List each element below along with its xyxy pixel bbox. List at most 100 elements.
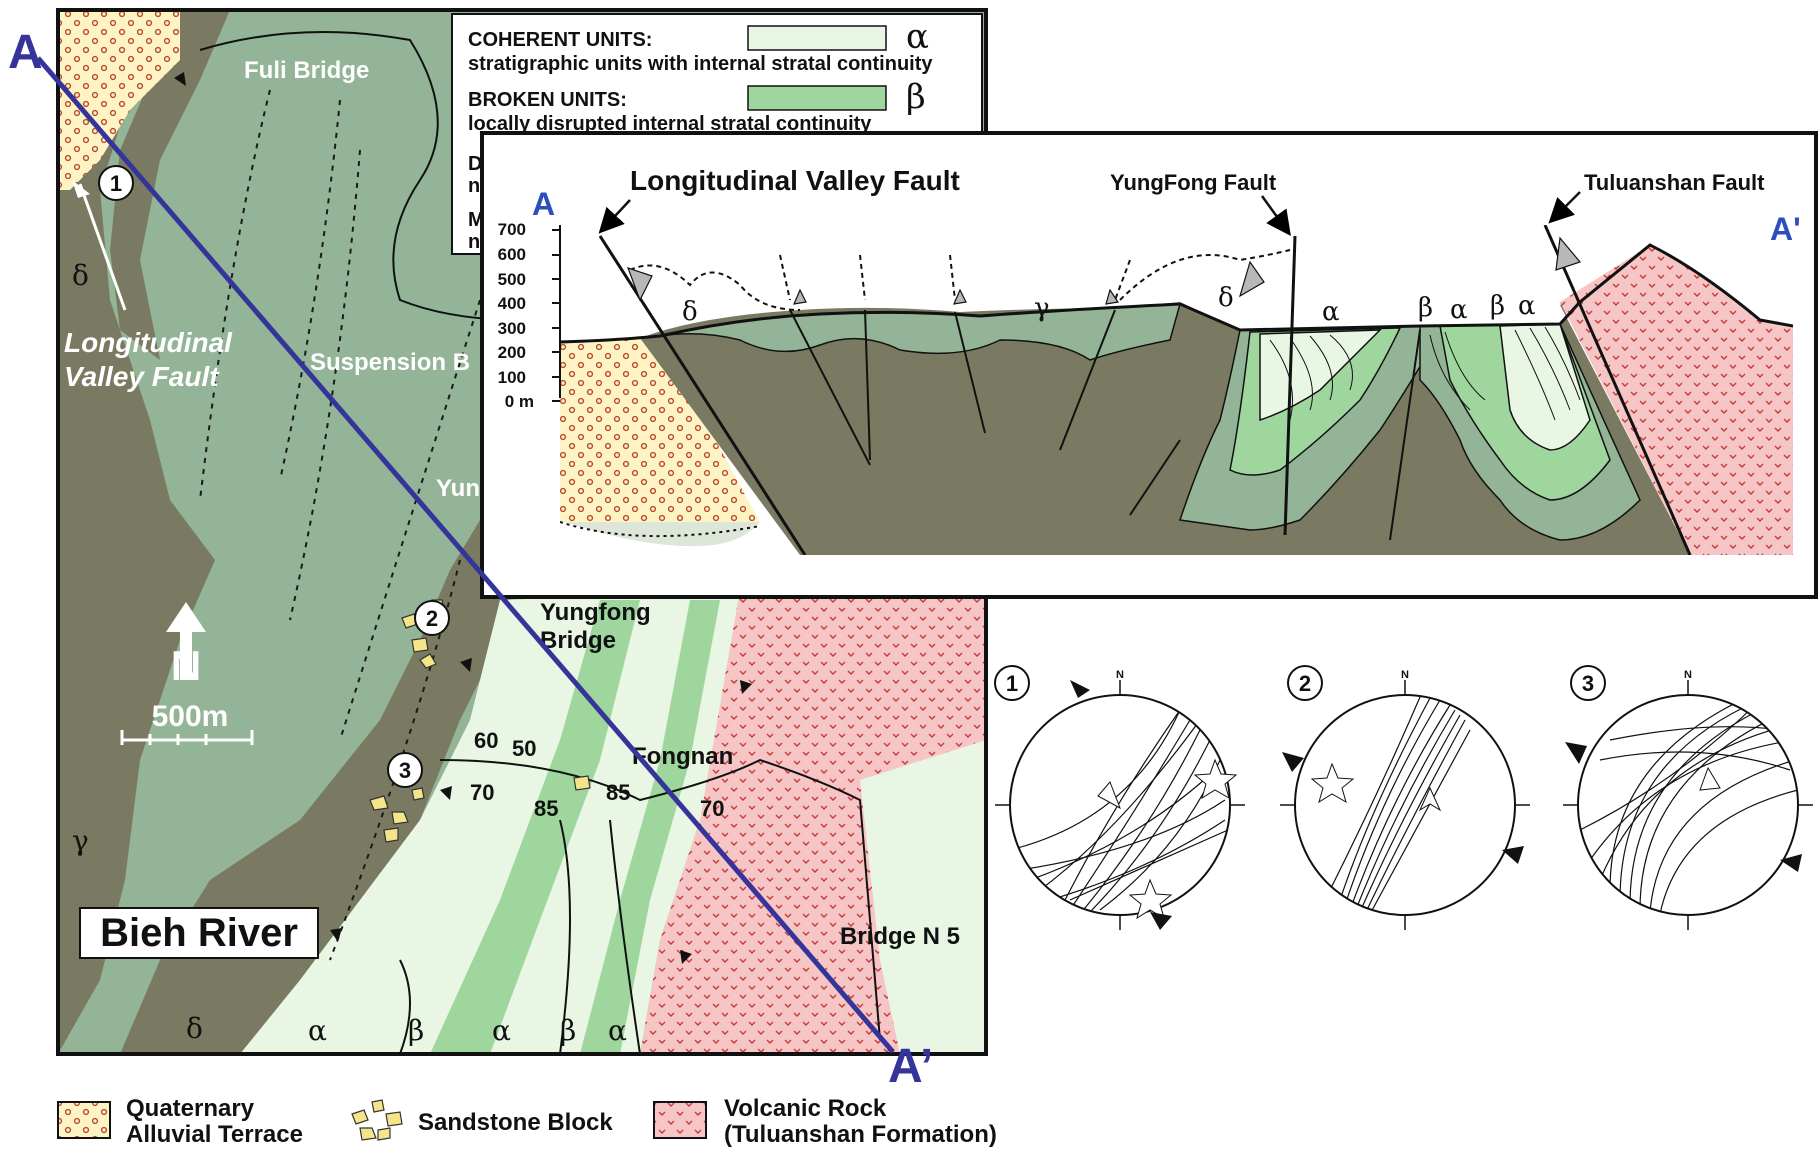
scale-bar: 500m	[120, 700, 254, 745]
legend-coherent-desc: stratigraphic units with internal strata…	[468, 53, 933, 75]
fault-teeth	[174, 72, 752, 964]
coherent-east	[860, 740, 986, 1054]
site-marker-1: 1	[98, 165, 134, 201]
map-label-beta-1: β	[408, 1014, 424, 1047]
xs-topography	[560, 243, 1793, 344]
elev-100: 100	[498, 368, 526, 387]
xs-yungfong-trace	[1283, 235, 1297, 536]
label-yungfong-partial: Yun	[436, 475, 480, 502]
svg-text:3: 3	[399, 758, 411, 783]
elev-0: 0 m	[505, 392, 534, 411]
stereonet-3-number: 3	[1582, 671, 1594, 696]
map-label-delta-west: δ	[72, 259, 89, 292]
xs-end-left: A	[532, 186, 555, 222]
legend-sandstone-label: Sandstone Block	[418, 1109, 613, 1136]
xs-end-right: A'	[1770, 211, 1801, 247]
legend-broken-desc: locally disrupted internal stratal conti…	[468, 113, 872, 135]
xs-unit-alpha-3: α	[1518, 291, 1536, 321]
legend-coherent-title: COHERENT UNITS:	[468, 29, 652, 51]
legend-broken-title: BROKEN UNITS:	[468, 89, 627, 111]
bottom-legend: Quaternary Alluvial Terrace Sandstone Bl…	[57, 1095, 997, 1148]
stereonet-1-number: 1	[1006, 671, 1018, 696]
map-label-beta-2: β	[560, 1014, 576, 1047]
section-label-start: A	[8, 26, 43, 79]
north-arrow: N	[166, 602, 206, 689]
stereonet-2-number: 2	[1299, 671, 1311, 696]
legend-sandstone: Sandstone Block	[351, 1099, 613, 1141]
lvf-pointer-arrow	[78, 183, 127, 311]
xs-unit-alpha-2: α	[1450, 295, 1468, 325]
xs-unit-beta-2: β	[1490, 291, 1505, 321]
svg-text:N: N	[171, 642, 201, 689]
legend-volcanic-line1: Volcanic Rock	[724, 1095, 887, 1122]
map-label-gamma: γ	[72, 824, 89, 857]
svg-text:N: N	[1684, 669, 1692, 681]
xs-label-lvf: Longitudinal Valley Fault	[630, 165, 960, 196]
xs-unit-beta-1: β	[1418, 293, 1433, 323]
xs-lvf-trace	[598, 235, 807, 555]
river-label-box	[79, 907, 319, 959]
dip-50: 50	[512, 736, 536, 761]
dip-85-2: 85	[606, 780, 630, 805]
label-lvf-1: Longitudinal	[64, 327, 233, 358]
delta-unit-west	[58, 10, 215, 1054]
dip-60: 60	[474, 728, 498, 753]
xs-slip-arrows	[626, 236, 1582, 305]
xs-tuluanshan-trace	[1543, 225, 1692, 555]
legend-alluvial: Quaternary Alluvial Terrace	[57, 1095, 303, 1148]
xs-unit-alpha-1: α	[1322, 297, 1340, 327]
elev-300: 300	[498, 319, 526, 338]
stereonet-1: N 1	[994, 665, 1245, 930]
site-marker-2: 2	[414, 600, 450, 636]
broken-belt-2	[580, 600, 720, 1054]
dip-70-west: 70	[470, 780, 494, 805]
svg-text:2: 2	[426, 606, 438, 631]
drainage-lines	[199, 31, 881, 1054]
svg-text:1: 1	[110, 171, 122, 196]
dip-85-1: 85	[534, 796, 558, 821]
label-fuli-bridge: Fuli Bridge	[244, 57, 369, 84]
stereonet-3: N 3	[1563, 665, 1813, 930]
elev-500: 500	[498, 270, 526, 289]
site-marker-3: 3	[387, 752, 423, 788]
legend-alluvial-line2: Alluvial Terrace	[126, 1121, 303, 1148]
xs-eroded-traces	[629, 249, 1291, 311]
label-bridge-n5: Bridge N 5	[840, 923, 960, 950]
legend-volcanic: Volcanic Rock (Tuluanshan Formation)	[653, 1095, 997, 1148]
label-yungfong-bridge-2: Bridge	[540, 627, 616, 654]
label-lvf-2: Valley Fault	[64, 361, 220, 392]
elev-200: 200	[498, 343, 526, 362]
svg-text:500m: 500m	[152, 700, 229, 733]
river-label: Bieh River	[100, 911, 298, 955]
legend-broken-symbol: β	[906, 77, 926, 117]
section-label-end: A’	[888, 1040, 933, 1093]
xs-unit-delta-2: δ	[1218, 283, 1234, 313]
legend-volcanic-line2: (Tuluanshan Formation)	[724, 1121, 997, 1148]
xs-yungfong-arrow	[1260, 195, 1291, 237]
label-yungfong-bridge-1: Yungfong	[540, 599, 651, 626]
map-label-alpha-2: α	[492, 1014, 511, 1047]
xs-label-yungfong: YungFong Fault	[1110, 170, 1277, 195]
xs-fold-coherent-east	[1499, 323, 1591, 451]
xs-label-tuluanshan: Tuluanshan Fault	[1584, 170, 1765, 195]
label-suspension-bridge: Suspension B	[310, 349, 470, 376]
legend-coherent-symbol: α	[906, 17, 929, 57]
dip-70-east: 70	[700, 796, 724, 821]
map-label-alpha-1: α	[308, 1014, 327, 1047]
legend-partial-1: D	[468, 153, 482, 175]
xs-unit-gamma: γ	[1034, 293, 1050, 323]
map-label-alpha-3: α	[608, 1014, 627, 1047]
xs-minor-faults	[789, 309, 1421, 541]
cross-section: 700 600 500 400 300 200 100 0 m A A' Lon…	[480, 131, 1818, 599]
alluvial-terrace-area	[58, 10, 180, 190]
legend-coherent-swatch	[747, 25, 887, 51]
section-line	[36, 56, 895, 1054]
xs-alluvial-base	[560, 520, 760, 547]
svg-text:N: N	[1401, 669, 1409, 681]
map-label-delta-south: δ	[186, 1012, 203, 1045]
xs-lvf-arrow	[598, 199, 631, 234]
stereonet-2: N 2	[1280, 665, 1530, 930]
xs-alluvial	[560, 338, 760, 522]
xs-tuluanshan-arrow	[1548, 191, 1581, 224]
